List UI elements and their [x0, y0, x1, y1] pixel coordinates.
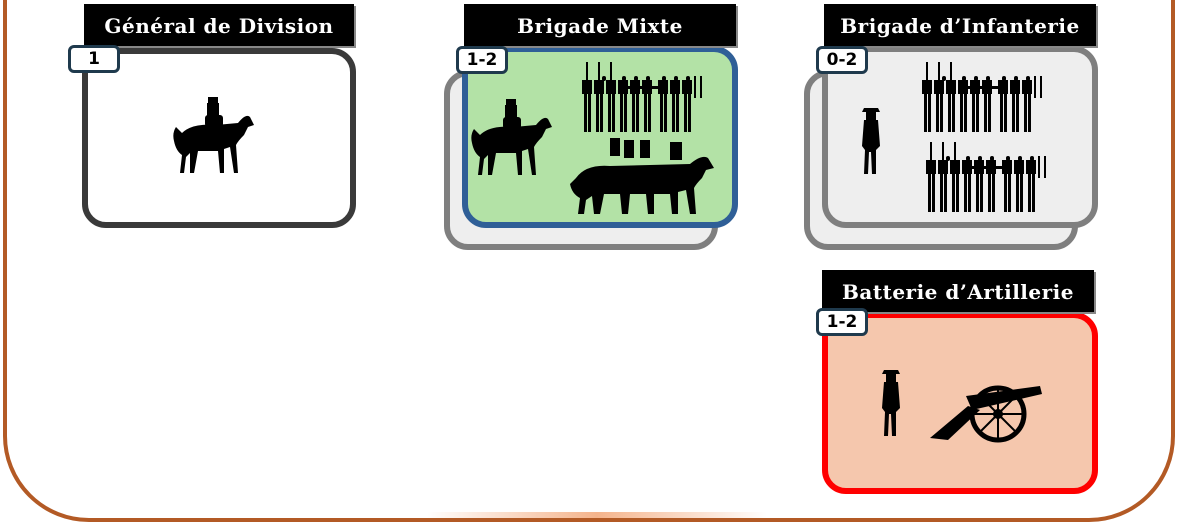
cavalry-group-icon: [570, 138, 714, 214]
general-count-badge: 1: [68, 45, 120, 73]
mounted-officer-icon: [471, 99, 552, 175]
infantry-line-icon: [922, 62, 1042, 132]
frame-highlight: [427, 512, 767, 518]
general-title: Général de Division: [84, 4, 354, 46]
artillery-battery-card[interactable]: [822, 312, 1098, 494]
artillery-battery-title: Batterie d’Artillerie: [822, 270, 1094, 312]
mounted-officer-icon: [173, 97, 254, 173]
infantry-line-icon: [926, 142, 1046, 212]
artillery-battery-count-badge: 1-2: [816, 308, 868, 336]
infantry-brigade-count-badge: 0-2: [816, 46, 868, 74]
cannon-icon: [930, 385, 1042, 443]
officer-standing-icon: [862, 108, 880, 174]
mixed-brigade-count-badge: 1-2: [456, 46, 508, 74]
mixed-brigade-title: Brigade Mixte: [464, 4, 736, 46]
officer-standing-icon: [882, 370, 900, 436]
infantry-line-icon: [582, 62, 702, 132]
infantry-brigade-title: Brigade d’Infanterie: [824, 4, 1096, 46]
